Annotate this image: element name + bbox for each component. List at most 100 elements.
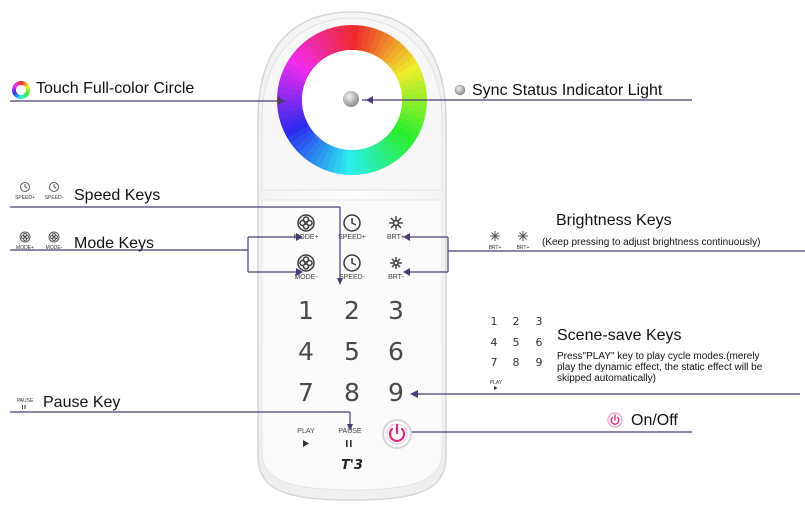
wheel-segment bbox=[15, 93, 19, 98]
pause-key-label[interactable]: PAUSE bbox=[338, 428, 362, 435]
wheel-segment bbox=[24, 93, 28, 97]
play-key-label[interactable]: PLAY bbox=[297, 428, 315, 435]
wheel-segment bbox=[16, 81, 20, 86]
wheel-segment bbox=[369, 29, 384, 55]
wheel-segment bbox=[390, 51, 414, 72]
wheel-segment bbox=[380, 38, 401, 62]
legend-mode-minus-icon bbox=[48, 231, 60, 243]
legend-play-icon bbox=[494, 386, 498, 390]
wheel-segment bbox=[12, 91, 17, 95]
wheel-segment bbox=[25, 91, 30, 95]
wheel-segment bbox=[277, 104, 303, 114]
wheel-segment bbox=[290, 51, 314, 72]
key-8[interactable]: 8 bbox=[344, 378, 360, 407]
legend-pause-caption: PAUSE bbox=[16, 398, 34, 404]
wheel-segment bbox=[16, 94, 20, 99]
legend-mode-plus-icon bbox=[19, 231, 31, 243]
wheel-segment bbox=[368, 145, 384, 171]
key-3[interactable]: 3 bbox=[388, 296, 404, 325]
wheel-segment bbox=[24, 92, 29, 96]
wheel-segment bbox=[401, 93, 427, 101]
pause-icon bbox=[346, 440, 352, 447]
remote-logo: T'3 bbox=[341, 458, 363, 473]
legend-scene-3: 3 bbox=[535, 315, 543, 328]
wheel-segment bbox=[25, 88, 30, 91]
wheel-segment bbox=[314, 31, 332, 57]
legend-scene-9: 9 bbox=[535, 356, 543, 369]
wheel-segment bbox=[395, 121, 420, 138]
wheel-segment bbox=[326, 27, 340, 54]
legend-scene-5: 5 bbox=[512, 336, 520, 349]
brt-plus-label: BRT+ bbox=[387, 234, 405, 241]
wheel-segment bbox=[400, 80, 426, 92]
on-off-label: On/Off bbox=[631, 412, 678, 429]
wheel-segment bbox=[401, 104, 427, 114]
key-2[interactable]: 2 bbox=[344, 296, 360, 325]
pause-key-callout: Pause Key bbox=[43, 394, 121, 411]
wheel-segment bbox=[392, 56, 418, 76]
key-6[interactable]: 6 bbox=[388, 337, 404, 366]
wheel-segment bbox=[283, 120, 309, 138]
wheel-segment bbox=[13, 92, 18, 96]
wheel-segment bbox=[12, 90, 17, 94]
scene-note-line-2: play the dynamic effect, the static effe… bbox=[557, 362, 763, 373]
wheel-segment bbox=[23, 93, 27, 98]
brightness-note: (Keep pressing to adjust brightness cont… bbox=[542, 237, 761, 248]
wheel-segment bbox=[281, 116, 307, 132]
wheel-segment bbox=[20, 94, 23, 99]
wheel-segment bbox=[308, 34, 328, 60]
connector-lines bbox=[10, 99, 805, 433]
wheel-segment bbox=[24, 84, 29, 88]
key-5[interactable]: 5 bbox=[344, 337, 360, 366]
power-icon bbox=[388, 423, 406, 442]
scene-keys-label: Scene-save Keys bbox=[557, 327, 682, 344]
touch-circle-legend-icon bbox=[12, 81, 30, 99]
sync-light-label: Sync Status Indicator Light bbox=[472, 82, 663, 99]
brt-minus-label: BRT- bbox=[388, 274, 404, 281]
key-1[interactable]: 1 bbox=[298, 296, 314, 325]
wheel-segment bbox=[320, 145, 335, 171]
wheel-segment bbox=[24, 83, 28, 87]
wheel-segment bbox=[12, 89, 17, 92]
wheel-segment bbox=[281, 68, 307, 83]
wheel-segment bbox=[25, 90, 30, 94]
wheel-segment bbox=[387, 46, 410, 69]
legend-scene-6: 6 bbox=[535, 336, 543, 349]
wheel-segment bbox=[14, 83, 18, 87]
wheel-segment bbox=[13, 84, 18, 88]
legend-pause-icon bbox=[22, 405, 26, 409]
legend-brt-plus-icon bbox=[490, 231, 500, 241]
touch-circle-label: Touch Full-color Circle bbox=[36, 80, 195, 97]
key-9[interactable]: 9 bbox=[388, 378, 404, 407]
legend-mode-plus-caption: MODE+ bbox=[16, 245, 34, 251]
sync-legend-icon bbox=[454, 84, 466, 96]
wheel-segment bbox=[21, 81, 25, 86]
wheel-segment bbox=[398, 74, 425, 88]
wheel-segment bbox=[373, 32, 390, 57]
wheel-segment bbox=[397, 117, 423, 132]
wheel-segment bbox=[380, 138, 401, 162]
wheel-segment bbox=[383, 135, 406, 158]
wheel-segment bbox=[320, 29, 336, 55]
wheel-segment bbox=[401, 86, 427, 96]
wheel-segment bbox=[294, 46, 317, 68]
wheel-segment bbox=[303, 38, 324, 62]
wheel-segment bbox=[345, 25, 353, 51]
wheel-segment bbox=[287, 56, 312, 75]
mode-minus-label: MODE- bbox=[294, 274, 318, 281]
legend-scene-8: 8 bbox=[512, 356, 520, 369]
wheel-segment bbox=[21, 94, 25, 99]
wheel-segment bbox=[390, 128, 414, 149]
wheel-segment bbox=[338, 149, 348, 175]
brt-plus-icon bbox=[389, 216, 403, 230]
key-4[interactable]: 4 bbox=[298, 337, 314, 366]
wheel-segment bbox=[279, 74, 306, 88]
wheel-segment bbox=[23, 82, 27, 87]
wheel-segment bbox=[356, 25, 366, 51]
wheel-segment bbox=[364, 27, 378, 54]
mode-keys-label: Mode Keys bbox=[74, 235, 155, 252]
wheel-segment bbox=[25, 85, 30, 89]
wheel-segment bbox=[290, 128, 314, 149]
key-7[interactable]: 7 bbox=[298, 378, 314, 407]
